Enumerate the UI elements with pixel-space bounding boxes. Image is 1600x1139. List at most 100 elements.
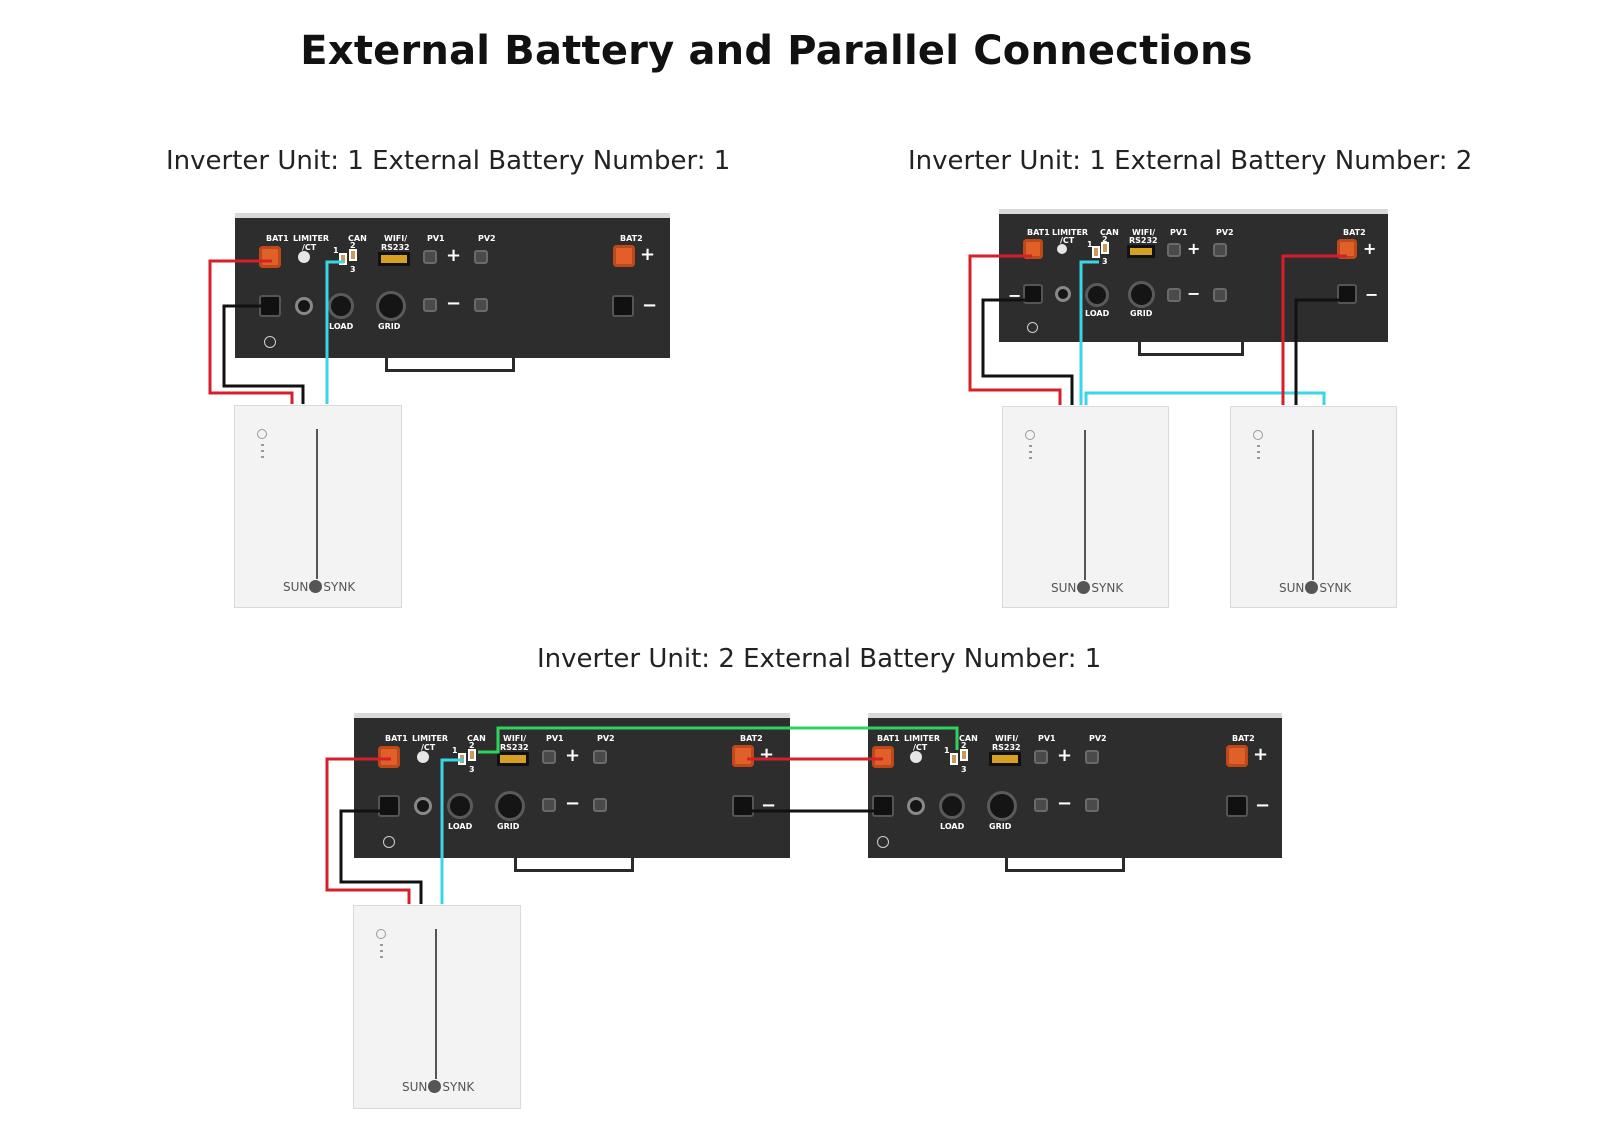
can-port-1: [339, 253, 347, 265]
battery-led: [261, 456, 264, 458]
inverter-panel: BAT1 LIMITER /CT CAN WIFI/ RS232 PV1 PV2…: [354, 718, 790, 858]
can-cable-battery-link: [1084, 391, 1326, 405]
inverter-handle: [385, 358, 515, 372]
pv2-label: PV2: [1216, 228, 1234, 237]
can-port-2: [960, 749, 968, 761]
inverter-handle: [1005, 858, 1125, 872]
page-title: External Battery and Parallel Connection…: [300, 28, 1253, 74]
can-pin-2: 2: [961, 741, 967, 750]
brand-sun: SUN: [1279, 581, 1305, 595]
battery-power-icon: [257, 429, 267, 439]
inverter-handle: [514, 858, 634, 872]
battery-light-strip: [435, 929, 437, 1079]
ground-icon: [1027, 322, 1038, 333]
rs232-label: RS232: [500, 743, 529, 752]
wifi-port: [1127, 245, 1155, 258]
can-pin-1: 1: [1087, 240, 1093, 249]
pv1-positive-port: [1167, 243, 1181, 257]
pv2-positive-port: [1213, 243, 1227, 257]
battery-led: [380, 950, 383, 952]
pv-minus-sign: −: [1057, 793, 1073, 814]
pv1-label: PV1: [427, 234, 445, 243]
brand-synk: SYNK: [323, 580, 356, 594]
load-label: LOAD: [448, 822, 473, 831]
load-label: LOAD: [940, 822, 965, 831]
pv2-label: PV2: [597, 734, 615, 743]
sunsynk-logo-icon: [1077, 581, 1091, 594]
rs232-label: RS232: [381, 243, 410, 252]
can-cable: [325, 260, 344, 404]
load-label: LOAD: [329, 322, 354, 331]
pv1-negative-port: [1167, 288, 1181, 302]
pv1-negative-port: [1034, 798, 1048, 812]
bat1-label: BAT1: [1027, 228, 1050, 237]
pv2-negative-port: [1213, 288, 1227, 302]
grid-port: [495, 791, 525, 821]
aux-port: [295, 297, 313, 315]
can-pin-1: 1: [452, 746, 458, 755]
battery-led: [1029, 457, 1032, 459]
negative-cable: [981, 298, 1074, 405]
grid-label: GRID: [989, 822, 1012, 831]
can-pin-3: 3: [961, 765, 967, 774]
wifi-label: WIFI/: [384, 234, 408, 243]
brand-synk: SYNK: [1091, 581, 1124, 595]
bat2-label: BAT2: [1232, 734, 1255, 743]
brand-synk: SYNK: [442, 1080, 475, 1094]
external-battery: SUN SYNK: [1002, 406, 1169, 608]
inverter-handle: [1138, 342, 1244, 356]
grid-label: GRID: [1130, 309, 1153, 318]
pv1-label: PV1: [1170, 228, 1188, 237]
pv-plus-sign: +: [446, 245, 462, 266]
battery-led: [1029, 451, 1032, 453]
can-pin-2: 2: [350, 241, 356, 250]
wifi-label: WIFI/: [503, 734, 527, 743]
limiter-port: [910, 751, 922, 763]
can-pin-2: 2: [1102, 235, 1108, 244]
limiter-port: [417, 751, 429, 763]
pv-plus-sign: +: [565, 745, 581, 766]
inverter-panel: BAT1 LIMITER /CT CAN WIFI/ RS232 PV1 PV2…: [235, 218, 670, 358]
pv-minus-sign: −: [446, 293, 462, 314]
ground-icon: [264, 336, 276, 348]
pv2-negative-port: [593, 798, 607, 812]
pv1-positive-port: [1034, 750, 1048, 764]
bat2-label: BAT2: [1343, 228, 1366, 237]
wifi-port: [378, 252, 410, 266]
brand-sun: SUN: [1051, 581, 1077, 595]
aux-port: [907, 797, 925, 815]
wifi-label: WIFI/: [995, 734, 1019, 743]
pv2-label: PV2: [1089, 734, 1107, 743]
battery-led: [1257, 451, 1260, 453]
limiter-ct-label: /CT: [421, 743, 436, 752]
brand-synk: SYNK: [1319, 581, 1352, 595]
bat2-label: BAT2: [620, 234, 643, 243]
positive-cable: [325, 757, 411, 904]
can-port-2: [1101, 242, 1109, 254]
battery-led: [1257, 457, 1260, 459]
grid-port: [1128, 281, 1155, 308]
sunsynk-logo-icon: [1305, 581, 1319, 594]
pv2-label: PV2: [478, 234, 496, 243]
battery-led: [261, 444, 264, 446]
bat2-minus-sign: −: [1365, 285, 1379, 304]
battery-brand: SUN SYNK: [1051, 581, 1123, 595]
can-label: CAN: [467, 734, 486, 743]
pv1-positive-port: [423, 250, 437, 264]
load-port: [328, 293, 354, 319]
limiter-port: [298, 251, 310, 263]
limiter-label: LIMITER: [904, 734, 941, 743]
load-label: LOAD: [1085, 309, 1110, 318]
pv-plus-sign: +: [1187, 239, 1201, 258]
pv-plus-sign: +: [1057, 745, 1073, 766]
negative-cable: [222, 304, 305, 404]
bat2-label: BAT2: [740, 734, 763, 743]
positive-cable: [208, 259, 294, 404]
positive-cable: [968, 254, 1062, 405]
battery-power-icon: [1253, 430, 1263, 440]
bat2-plus-sign: +: [1363, 239, 1377, 258]
